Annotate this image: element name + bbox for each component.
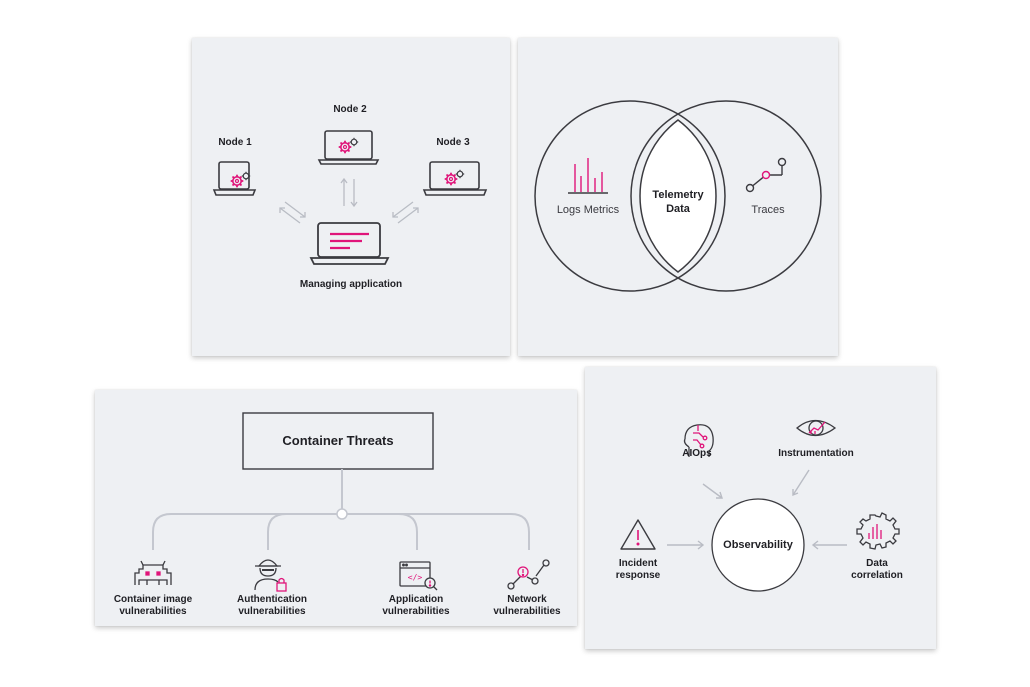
correlation-label-line2: correlation bbox=[851, 570, 903, 581]
node3-laptop-icon bbox=[422, 161, 488, 196]
observability-diagram bbox=[620, 419, 900, 592]
managing-application-label: Managing application bbox=[299, 279, 403, 290]
threat-label-line2: vulnerabilities bbox=[382, 606, 450, 617]
warning-triangle-icon bbox=[620, 519, 656, 550]
bidirectional-arrows bbox=[279, 177, 419, 224]
incident-label-line2: response bbox=[615, 570, 661, 581]
traces-circle bbox=[630, 100, 822, 292]
logs-metrics-circle bbox=[534, 100, 726, 292]
gear-chart-icon bbox=[856, 512, 900, 550]
node3-label: Node 3 bbox=[436, 137, 470, 148]
telemetry-label-line1: Telemetry bbox=[652, 189, 704, 201]
hacker-lock-icon bbox=[254, 559, 287, 592]
threat-label-line2: vulnerabilities bbox=[238, 606, 306, 617]
trace-icon bbox=[745, 157, 787, 193]
aiops-label: AIOps bbox=[682, 448, 712, 459]
browser-code-icon: </> bbox=[399, 561, 438, 591]
node1-label: Node 1 bbox=[218, 137, 252, 148]
threat-label-line1: Application bbox=[388, 594, 444, 605]
threat-label-line2: vulnerabilities bbox=[119, 606, 187, 617]
observability-circle bbox=[711, 498, 805, 592]
eye-chart-icon bbox=[795, 419, 837, 437]
threat-label-line2: vulnerabilities bbox=[493, 606, 561, 617]
instrumentation-label: Instrumentation bbox=[778, 448, 854, 459]
telemetry-panel: Logs Metrics Telemetry Data Traces bbox=[518, 38, 838, 356]
threats-tree: </> bbox=[134, 412, 550, 592]
observability-label: Observability bbox=[723, 539, 793, 551]
container-threats-title: Container Threats bbox=[282, 433, 394, 448]
telemetry-venn bbox=[534, 100, 822, 292]
space-invader-icon bbox=[134, 560, 172, 585]
threat-label-line1: Authentication bbox=[237, 594, 307, 605]
node2-label: Node 2 bbox=[333, 104, 367, 115]
logs-metrics-label: Logs Metrics bbox=[556, 204, 620, 216]
bar-chart-icon bbox=[568, 158, 608, 194]
brain-circuit-icon bbox=[683, 424, 714, 457]
nodes-diagram bbox=[212, 130, 488, 265]
telemetry-label-line2: Data bbox=[666, 203, 690, 215]
container-threats-box bbox=[242, 412, 434, 470]
observability-panel: Observability AIOps Instrumentation Inci… bbox=[585, 367, 936, 649]
svg-text:</>: </> bbox=[408, 573, 423, 582]
threat-label-line1: Container image bbox=[113, 594, 193, 605]
traces-label: Traces bbox=[751, 204, 785, 216]
nodes-panel: Node 2 Node 1 Node 3 Managing applicatio… bbox=[192, 38, 510, 356]
threat-label-line1: Network bbox=[507, 594, 547, 605]
managing-laptop-icon bbox=[309, 222, 390, 265]
network-alert-icon bbox=[507, 559, 550, 590]
node1-laptop-icon bbox=[212, 161, 257, 196]
converging-arrows bbox=[667, 469, 847, 550]
container-threats-panel: </> Container Threats Container image vu… bbox=[95, 390, 577, 626]
node2-laptop-icon bbox=[317, 130, 380, 165]
incident-label-line1: Incident bbox=[618, 558, 658, 569]
correlation-label-line1: Data bbox=[866, 558, 888, 569]
